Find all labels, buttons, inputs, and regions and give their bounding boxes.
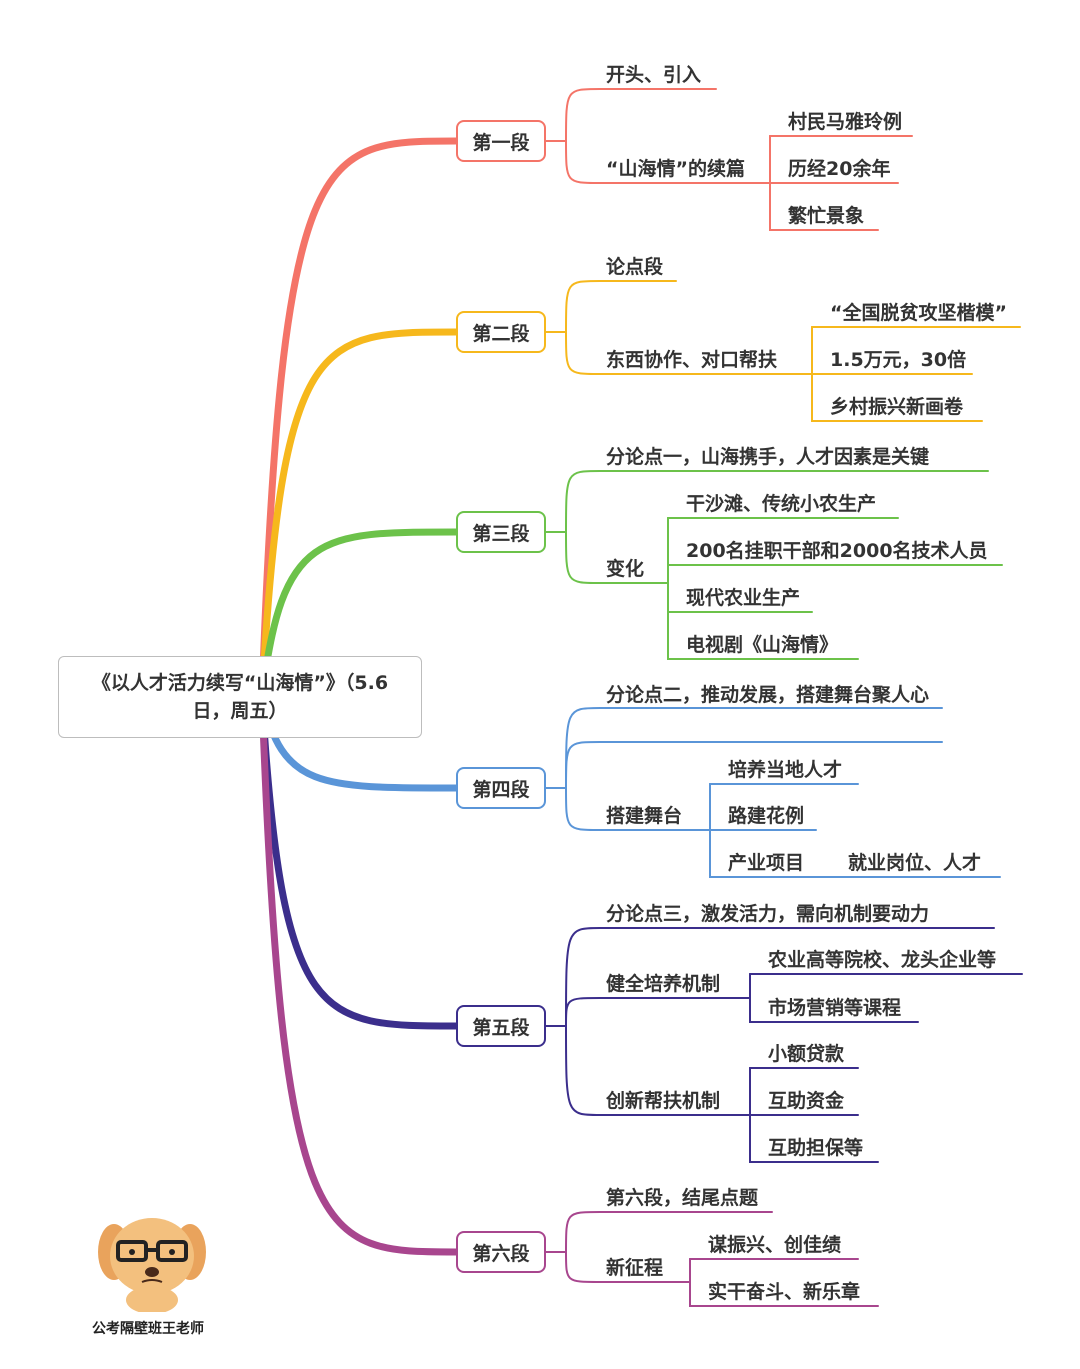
item-connector (565, 1251, 691, 1283)
topic-label[interactable]: 村民马雅玲例 (788, 111, 903, 133)
topic-label[interactable]: 东西协作、对口帮扶 (606, 349, 778, 371)
topic-label[interactable]: 分论点一，山海携手，人才因素是关键 (606, 446, 930, 468)
branch-node[interactable]: 第二段 (456, 311, 546, 353)
item-connector (565, 140, 771, 184)
branch-node[interactable]: 第五段 (456, 1005, 546, 1047)
branch-node[interactable]: 第四段 (456, 767, 546, 809)
root-topic[interactable]: 《以人才活力续写“山海情”》（5.6日，周五） (58, 656, 422, 738)
branch-node[interactable]: 第一段 (456, 120, 546, 162)
item-connector (565, 741, 943, 789)
item-connector (667, 517, 859, 660)
item-connector (709, 783, 833, 878)
item-connector (689, 1258, 879, 1307)
item-connector (565, 1211, 773, 1253)
topic-label[interactable]: 1.5万元，30倍 (830, 349, 967, 371)
item-connector (565, 331, 813, 375)
topic-label[interactable]: 就业岗位、人才 (848, 852, 982, 874)
branch-connector (258, 328, 460, 701)
topic-label[interactable]: 小额贷款 (768, 1043, 845, 1065)
topic-label[interactable]: 实干奋斗、新乐章 (708, 1281, 861, 1303)
topic-label[interactable]: 创新帮扶机制 (606, 1090, 721, 1112)
branch-node[interactable]: 第六段 (456, 1231, 546, 1273)
topic-label[interactable]: 市场营销等课程 (768, 997, 902, 1019)
topic-label[interactable]: 分论点三，激发活力，需向机制要动力 (606, 903, 930, 925)
item-connector (749, 973, 919, 1023)
topic-label[interactable]: 产业项目 (728, 852, 805, 874)
topic-label[interactable]: 培养当地人才 (728, 759, 843, 781)
topic-label[interactable]: 互助担保等 (768, 1137, 864, 1159)
topic-label[interactable]: 搭建舞台 (606, 805, 683, 827)
topic-label[interactable]: 健全培养机制 (606, 973, 721, 995)
item-connector (565, 88, 717, 142)
topic-label[interactable]: 谋振兴、创佳绩 (708, 1234, 842, 1256)
topic-label[interactable]: 现代农业生产 (686, 587, 801, 609)
topic-label[interactable]: 乡村振兴新画卷 (830, 396, 964, 418)
branch-connector (258, 528, 460, 701)
topic-label[interactable]: 开头、引入 (606, 64, 702, 86)
topic-label[interactable]: 电视剧《山海情》 (686, 634, 839, 656)
branch-connector (258, 693, 460, 1256)
topic-label[interactable]: 农业高等院校、龙头企业等 (768, 949, 997, 971)
topic-label[interactable]: “全国脱贫攻坚楷模” (830, 302, 1007, 324)
topic-label[interactable]: 互助资金 (768, 1090, 845, 1112)
item-connector (811, 326, 983, 422)
item-connector (565, 927, 995, 1027)
topic-label[interactable]: 干沙滩、传统小农生产 (686, 493, 877, 515)
topic-label[interactable]: 繁忙景象 (788, 205, 865, 227)
branch-connector (258, 137, 460, 701)
topic-label[interactable]: 论点段 (606, 256, 664, 278)
topic-label[interactable]: 路建花例 (728, 805, 805, 827)
topic-label[interactable]: 新征程 (606, 1257, 664, 1279)
topic-label[interactable]: 变化 (606, 558, 645, 580)
item-connector (565, 997, 751, 1027)
topic-label[interactable]: 历经20余年 (788, 158, 891, 180)
item-connector (565, 280, 677, 333)
item-connector (769, 135, 879, 231)
topic-label[interactable]: 200名挂职干部和2000名技术人员 (686, 540, 988, 562)
item-connector (565, 787, 711, 831)
topic-label[interactable]: “山海情”的续篇 (606, 158, 745, 180)
branch-node[interactable]: 第三段 (456, 511, 546, 553)
author-caption: 公考隔壁班王老师 (92, 1321, 204, 1337)
item-connector (749, 1067, 879, 1163)
topic-label[interactable]: 分论点二，推动发展，搭建舞台聚人心 (606, 684, 930, 706)
dog-mascot-icon (98, 1218, 206, 1312)
item-connector (565, 470, 989, 533)
item-connector (565, 1025, 751, 1116)
item-connector (565, 531, 669, 584)
branch-connector (258, 693, 460, 1030)
topic-label[interactable]: 第六段，结尾点题 (606, 1187, 759, 1209)
